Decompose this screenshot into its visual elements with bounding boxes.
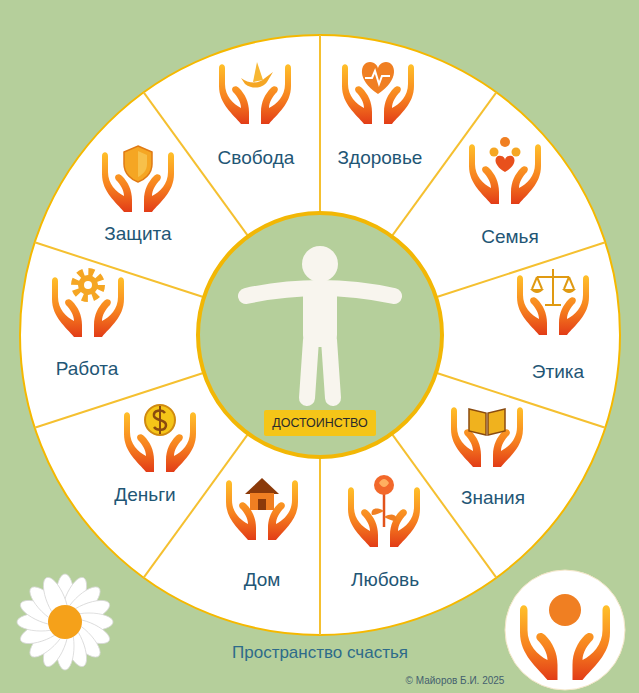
freedom-icon [219,62,291,124]
family-icon-part [512,148,521,157]
work-icon-part [52,277,124,337]
sector-label: Семья [478,224,542,250]
sector-label: Дом [241,567,284,593]
ethics-icon-part-part [532,277,537,289]
protection-icon-part [124,146,152,182]
love-icon-part [379,479,389,487]
person-figure-part [307,340,311,398]
knowledge-icon-part [488,409,505,435]
sector-label: Деньги [111,482,178,508]
sector-divider [319,457,321,635]
money-icon [124,405,196,472]
value-sector: Здоровье [335,145,426,171]
family-icon-part [490,148,499,157]
ethics-icon-part-part [537,277,542,289]
value-sector: Любовь [348,567,422,593]
health-icon [342,62,414,124]
love-icon-part [348,487,420,547]
ethics-icon-part [530,289,544,293]
caption: Пространство счастья [232,643,408,663]
sector-label: Знания [458,485,528,511]
value-sector: Работа [53,356,122,382]
love-icon-part [374,475,394,495]
ethics-icon [517,269,589,335]
family-icon-part [496,156,515,172]
work-icon-part [84,281,92,289]
family-icon-part [500,137,510,147]
home-icon-part [250,493,274,510]
value-sector: Деньги [111,482,178,508]
center-circle [198,213,442,457]
love-icon-part [372,508,385,515]
sector-label: Работа [53,356,122,382]
emblem [505,570,625,690]
freedom-icon-part [253,62,263,82]
daisy-center [48,605,82,639]
health-icon-part [362,62,394,94]
ethics-icon-part [562,289,576,293]
person-figure-part [302,246,338,282]
daisy-flower [17,574,113,670]
sector-label: Этика [529,359,587,385]
value-sector: Дом [241,567,284,593]
ethics-icon-part [532,269,574,305]
work-icon-part [76,273,100,297]
badge-label: ДОСТОИНСТВО [264,410,376,436]
emblem-part [505,570,625,690]
value-sector: Знания [458,485,528,511]
family-icon [469,137,541,204]
sector-divider [35,373,204,428]
love-icon-part [384,514,397,521]
family-icon-part [469,144,541,204]
sector-label: Защита [101,221,174,247]
love-icon-part [383,493,386,527]
ethics-icon-part-part [569,277,574,289]
value-sector: Свобода [215,145,298,171]
value-sector: Семья [478,224,542,250]
sector-dividers [35,35,606,635]
knowledge-icon [451,407,523,467]
value-sector: Этика [529,359,587,385]
sector-label: Здоровье [335,145,426,171]
money-icon-part [159,406,161,434]
person-figure-part [329,340,333,398]
health-icon-part [365,71,390,84]
money-icon-part [145,405,175,435]
sector-divider [319,35,321,213]
person-figure [246,246,394,398]
ethics-icon-part-part [564,277,569,289]
copyright-note: © Майоров Б.И. 2025 [406,675,505,686]
love-icon [348,475,420,547]
knowledge-icon-part [469,409,486,435]
home-icon [226,478,298,540]
dignity-badge: ДОСТОИНСТВО [264,410,376,436]
protection-icon [102,146,174,212]
work-icon [52,273,124,337]
ethics-icon-part-part [552,269,554,305]
ethics-icon-part-part [537,276,569,278]
sector-label: Свобода [215,145,298,171]
outer-ring [20,35,620,635]
value-sector: Защита [101,221,174,247]
protection-icon-part [138,151,147,177]
sector-label: Любовь [348,567,422,593]
emblem-part [549,594,581,626]
knowledge-icon-part [451,407,523,467]
home-icon-part [245,478,279,494]
work-icon-part [78,275,98,295]
ethics-icon-part-part [545,304,561,306]
home-icon-part [258,499,266,510]
